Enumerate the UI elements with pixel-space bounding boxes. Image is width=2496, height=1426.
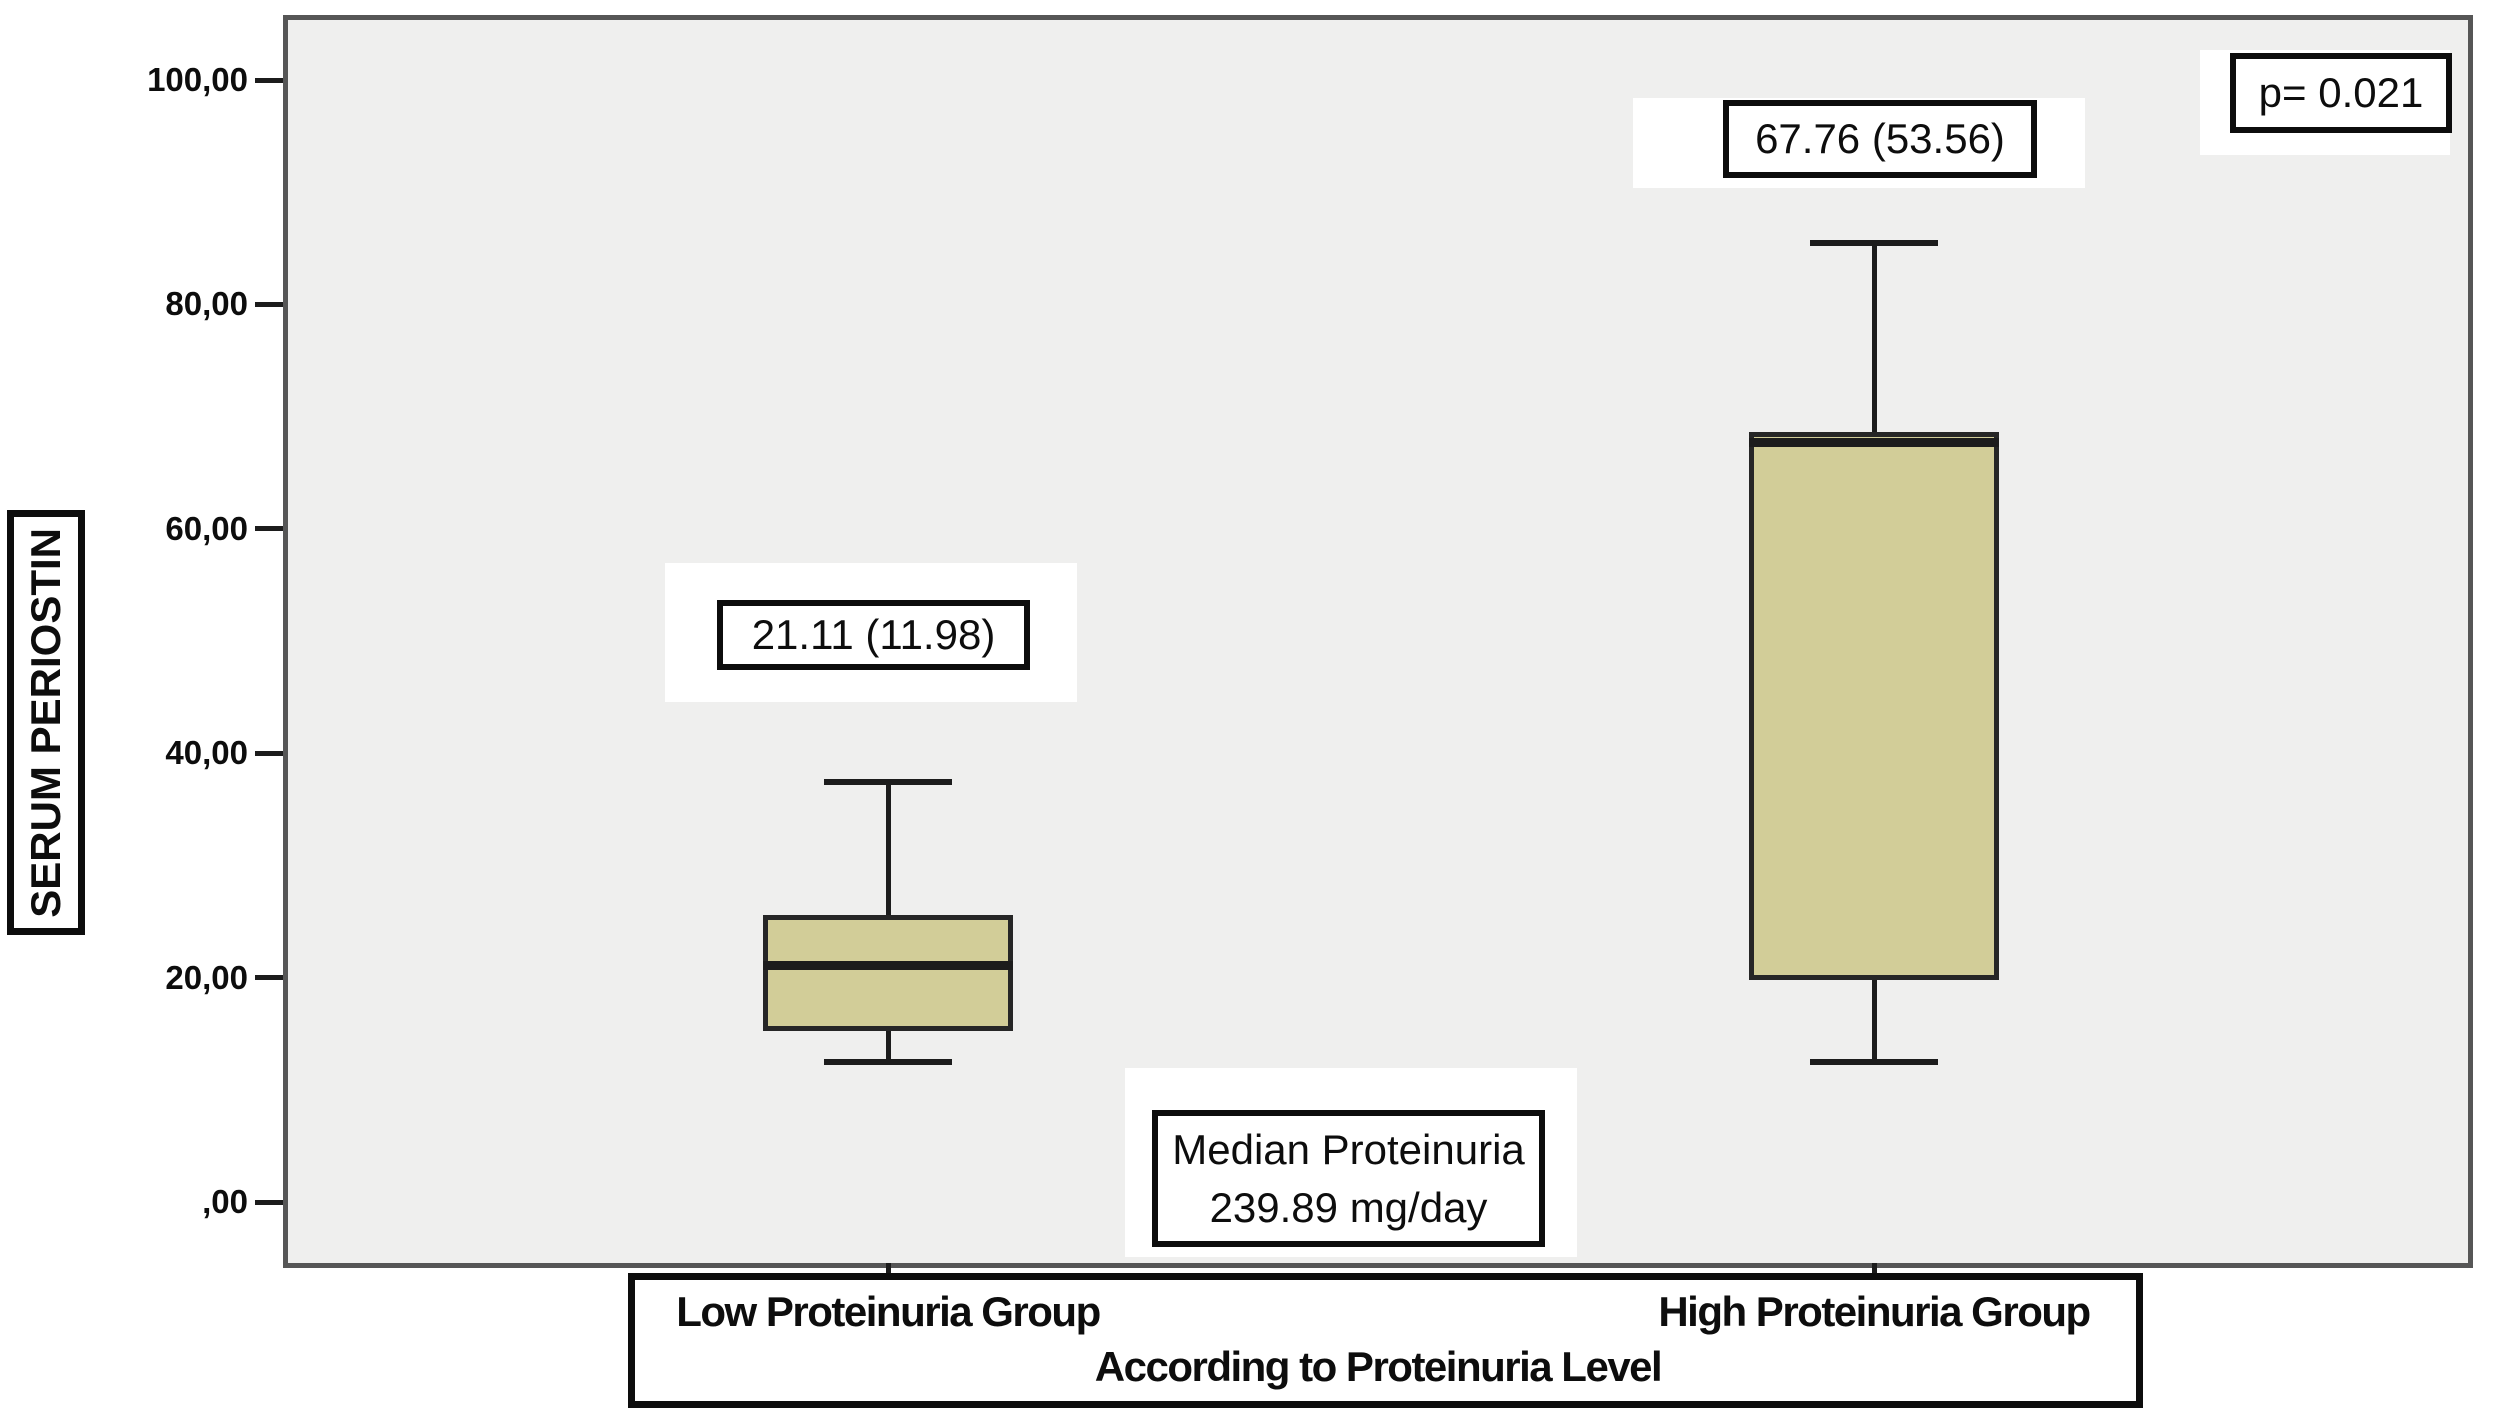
iqr-box-high bbox=[1749, 432, 1999, 980]
p-value-text: p= 0.021 bbox=[2258, 69, 2424, 116]
y-tick-label: 20,00 bbox=[165, 958, 248, 996]
median-proteinuria-line2: 239.89 mg/day bbox=[1209, 1183, 1488, 1231]
p-value-box: p= 0.021 bbox=[2230, 53, 2452, 133]
y-tick-label: 100,00 bbox=[147, 61, 248, 98]
plot-area bbox=[283, 15, 2473, 1268]
y-tick-mark bbox=[255, 526, 283, 532]
x-tick-mark-low bbox=[885, 1263, 891, 1275]
y-tick-label: ,00 bbox=[202, 1183, 248, 1220]
high-median-annotation-text: 67.76 (53.56) bbox=[1755, 115, 2005, 162]
y-tick-mark bbox=[255, 975, 283, 981]
median-line-low bbox=[763, 961, 1013, 971]
low-median-annotation-box: 21.11 (11.98) bbox=[717, 600, 1030, 670]
low-median-annotation-text: 21.11 (11.98) bbox=[751, 611, 996, 658]
upper-whisker-stem-low bbox=[885, 782, 891, 915]
x-axis-label-box bbox=[628, 1273, 2143, 1408]
x-tick-mark-high bbox=[1871, 1263, 1877, 1275]
y-tick-mark bbox=[255, 750, 283, 756]
y-tick-mark bbox=[255, 77, 283, 83]
y-tick-label: 60,00 bbox=[165, 509, 248, 547]
y-tick-label: 80,00 bbox=[165, 285, 248, 323]
y-tick-label: 40,00 bbox=[165, 734, 248, 772]
x-category-label-high: High Proteinuria Group bbox=[1658, 1288, 2091, 1335]
lower-whisker-cap-high bbox=[1810, 1058, 1938, 1065]
upper-whisker-cap-high bbox=[1810, 239, 1938, 246]
median-proteinuria-line1: Median Proteinuria bbox=[1172, 1125, 1525, 1173]
upper-whisker-cap-low bbox=[824, 779, 952, 786]
lower-whisker-cap-low bbox=[824, 1058, 952, 1065]
median-line-high bbox=[1749, 437, 1999, 447]
median-proteinuria-box: Median Proteinuria 239.89 mg/day bbox=[1152, 1110, 1545, 1247]
high-median-annotation-box: 67.76 (53.56) bbox=[1723, 100, 2037, 178]
x-category-label-low: Low Proteinuria Group bbox=[676, 1288, 1101, 1335]
y-tick-mark bbox=[255, 1199, 283, 1205]
lower-whisker-stem-low bbox=[885, 1031, 891, 1062]
y-axis-title-box: SERUM PERIOSTIN bbox=[7, 510, 85, 935]
y-tick-mark bbox=[255, 301, 283, 307]
y-axis-title: SERUM PERIOSTIN bbox=[22, 527, 69, 918]
lower-whisker-stem-high bbox=[1871, 979, 1877, 1062]
upper-whisker-stem-high bbox=[1871, 242, 1877, 433]
x-axis-title: According to Proteinuria Level bbox=[1094, 1343, 1663, 1390]
iqr-box-low bbox=[763, 914, 1013, 1032]
